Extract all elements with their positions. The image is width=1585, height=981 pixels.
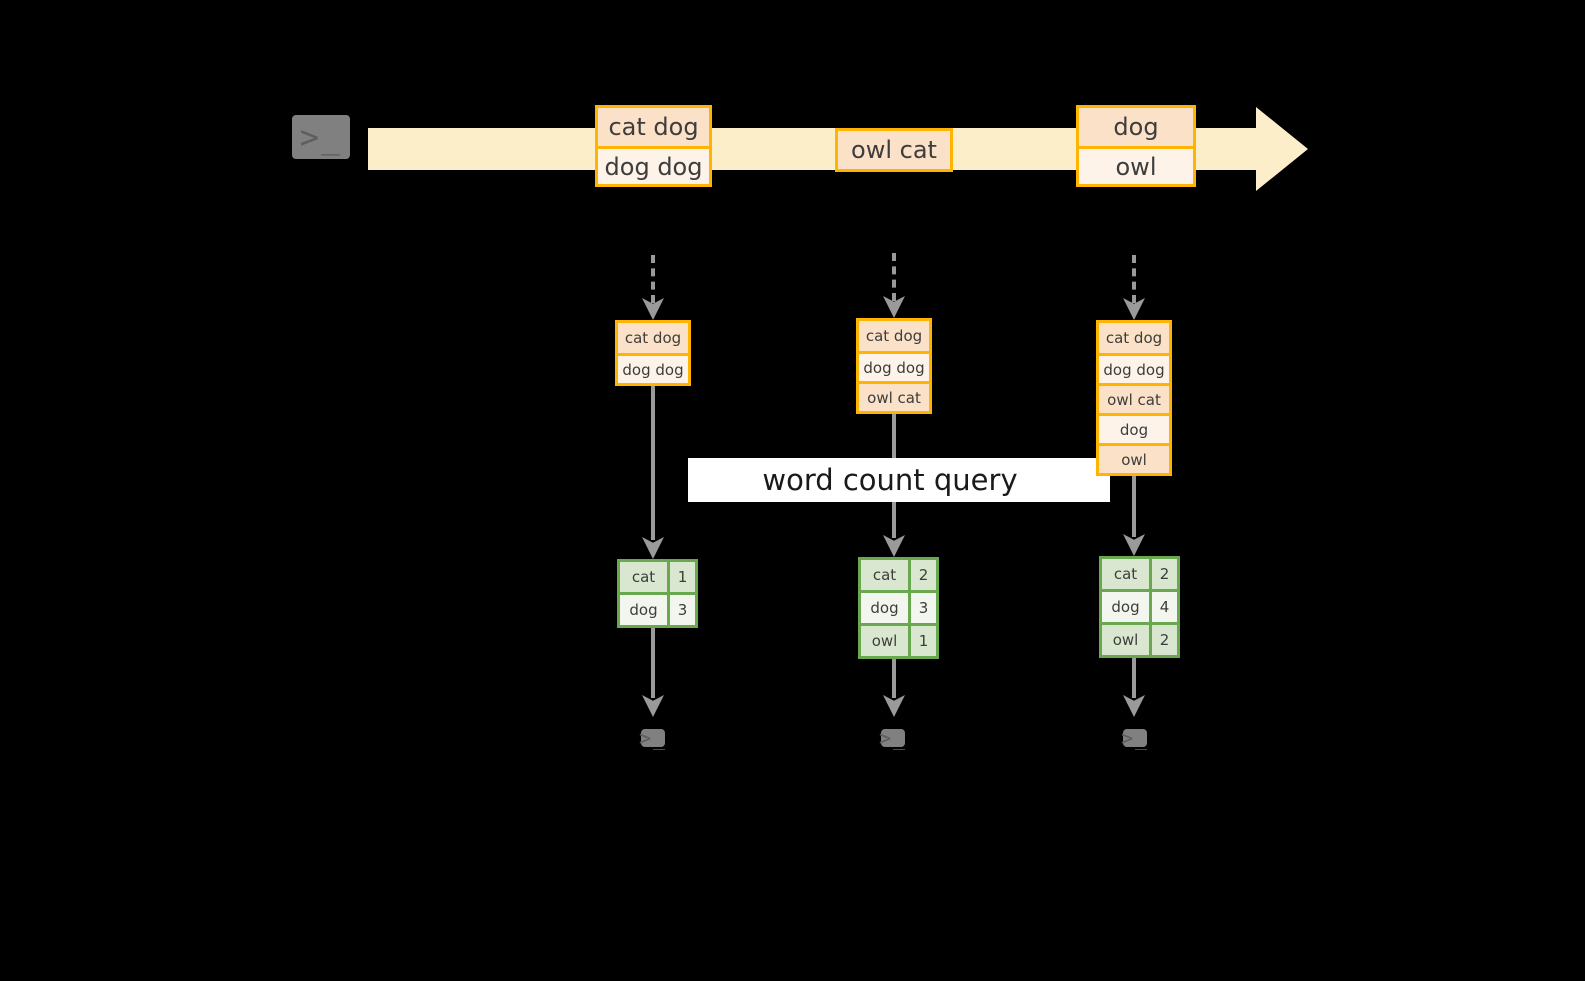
input-table-row: cat dog bbox=[1099, 323, 1169, 353]
query-label-band: word count query bbox=[688, 458, 1110, 502]
connector-line bbox=[1132, 652, 1136, 698]
stream-event-line: cat dog bbox=[598, 108, 709, 146]
arrowhead-icon bbox=[883, 695, 905, 717]
result-word: dog bbox=[1102, 592, 1149, 622]
result-table: cat 1 dog 3 bbox=[617, 559, 698, 628]
result-table-row: cat 1 bbox=[620, 562, 695, 592]
result-count: 2 bbox=[908, 560, 936, 590]
result-count: 3 bbox=[667, 595, 695, 625]
sink-terminal-icon: >_ bbox=[869, 717, 917, 759]
connector-line bbox=[1132, 476, 1136, 537]
stream-to-table-connector bbox=[1123, 255, 1145, 320]
stream-arrowhead-icon bbox=[1256, 107, 1308, 191]
input-table-row: dog dog bbox=[618, 353, 688, 383]
connector-line bbox=[651, 382, 655, 540]
result-count: 2 bbox=[1149, 625, 1177, 655]
stream-to-table-connector bbox=[642, 255, 664, 320]
input-table-row: owl cat bbox=[1099, 383, 1169, 413]
result-count: 4 bbox=[1149, 592, 1177, 622]
result-to-sink-connector bbox=[642, 625, 664, 717]
stream-event-box: owl cat bbox=[835, 128, 953, 172]
result-table-row: cat 2 bbox=[1102, 559, 1177, 589]
result-word: owl bbox=[1102, 625, 1149, 655]
stream-event-box: dog owl bbox=[1076, 105, 1196, 187]
result-table-row: cat 2 bbox=[861, 560, 936, 590]
result-table-row: dog 3 bbox=[861, 590, 936, 623]
result-count: 3 bbox=[908, 593, 936, 623]
source-terminal-icon: >_ bbox=[280, 103, 362, 171]
result-count: 1 bbox=[667, 562, 695, 592]
query-connector bbox=[642, 382, 664, 559]
arrowhead-icon bbox=[1123, 695, 1145, 717]
result-table: cat 2 dog 3 owl 1 bbox=[858, 557, 939, 659]
result-count: 1 bbox=[908, 626, 936, 656]
prompt-glyph: >_ bbox=[299, 118, 343, 156]
stream-event-line: owl cat bbox=[838, 131, 950, 169]
result-word: cat bbox=[620, 562, 667, 592]
result-count: 2 bbox=[1149, 559, 1177, 589]
input-table-row: cat dog bbox=[859, 321, 929, 351]
connector-line bbox=[892, 653, 896, 698]
result-word: dog bbox=[861, 593, 908, 623]
arrowhead-icon bbox=[642, 537, 664, 559]
input-table: cat dog dog dog bbox=[615, 320, 691, 386]
result-to-sink-connector bbox=[1123, 652, 1145, 717]
connector-line bbox=[892, 253, 896, 301]
input-table-row: owl cat bbox=[859, 381, 929, 411]
query-connector bbox=[1123, 476, 1145, 556]
sink-terminal-icon: >_ bbox=[629, 717, 677, 759]
stream-event-line: owl bbox=[1079, 146, 1193, 184]
arrowhead-icon bbox=[1123, 534, 1145, 556]
stream-event-line: dog dog bbox=[598, 146, 709, 184]
input-table-row: cat dog bbox=[618, 323, 688, 353]
stream-event-line: dog bbox=[1079, 108, 1193, 146]
input-table-row: owl bbox=[1099, 443, 1169, 473]
result-table-row: dog 4 bbox=[1102, 589, 1177, 622]
input-table-row: dog bbox=[1099, 413, 1169, 443]
result-table-row: dog 3 bbox=[620, 592, 695, 625]
result-word: owl bbox=[861, 626, 908, 656]
input-table-row: dog dog bbox=[1099, 353, 1169, 383]
connector-line bbox=[1132, 255, 1136, 303]
arrowhead-icon bbox=[642, 695, 664, 717]
stream-to-table-connector bbox=[883, 253, 905, 318]
arrowhead-icon bbox=[883, 535, 905, 557]
query-label-text: word count query bbox=[762, 463, 1018, 497]
result-table-row: owl 1 bbox=[861, 623, 936, 656]
connector-line bbox=[651, 625, 655, 698]
stream-event-box: cat dog dog dog bbox=[595, 105, 712, 187]
prompt-glyph: >_ bbox=[1120, 726, 1150, 750]
connector-line bbox=[651, 255, 655, 303]
sink-terminal-icon: >_ bbox=[1111, 717, 1159, 759]
result-table-row: owl 2 bbox=[1102, 622, 1177, 655]
input-table-row: dog dog bbox=[859, 351, 929, 381]
result-word: dog bbox=[620, 595, 667, 625]
result-word: cat bbox=[1102, 559, 1149, 589]
result-to-sink-connector bbox=[883, 653, 905, 717]
result-table: cat 2 dog 4 owl 2 bbox=[1099, 556, 1180, 658]
prompt-glyph: >_ bbox=[638, 726, 668, 750]
prompt-glyph: >_ bbox=[878, 726, 908, 750]
result-word: cat bbox=[861, 560, 908, 590]
input-table: cat dog dog dog owl cat dog owl bbox=[1096, 320, 1172, 476]
input-table: cat dog dog dog owl cat bbox=[856, 318, 932, 414]
